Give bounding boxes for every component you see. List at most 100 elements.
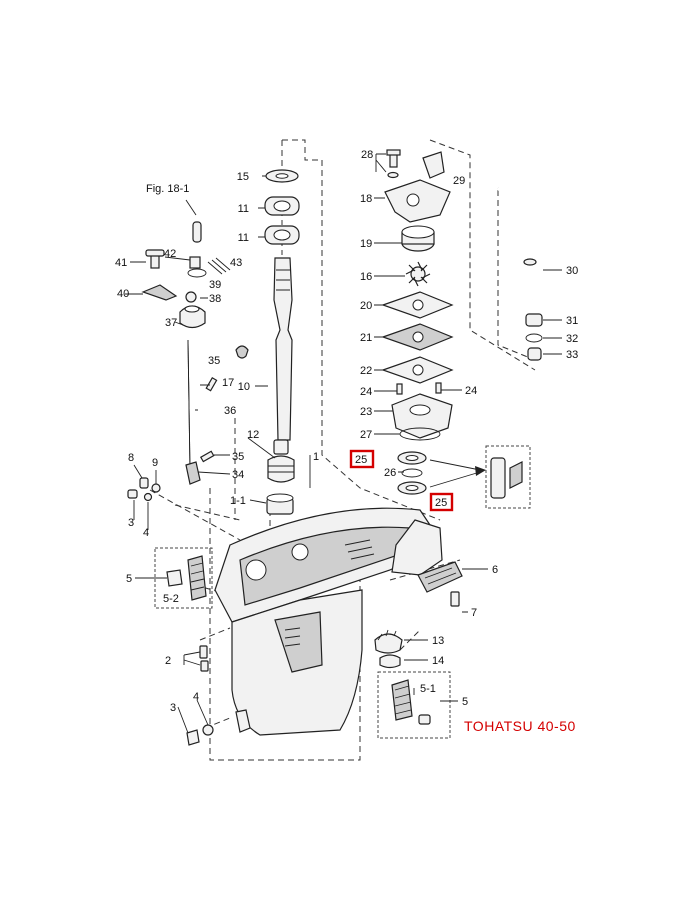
bolt-3-upper bbox=[127, 489, 138, 499]
label-38: 38 bbox=[209, 293, 221, 305]
label-24-right: 24 bbox=[465, 385, 477, 397]
label-24-left: 24 bbox=[360, 386, 372, 398]
label-3-upper: 3 bbox=[128, 517, 134, 529]
label-31: 31 bbox=[566, 315, 578, 327]
pump-housing-23 bbox=[391, 393, 453, 439]
washer-4-upper bbox=[143, 492, 153, 502]
nut-3-lower bbox=[186, 729, 200, 746]
label-8: 8 bbox=[128, 452, 134, 464]
bolt-5-1 bbox=[418, 714, 431, 725]
label-27: 27 bbox=[360, 429, 372, 441]
part-labels: Fig. 18-1 15 11 11 10 12 17 35 36 35 34 … bbox=[115, 149, 578, 734]
brand-label: TOHATSU 40-50 bbox=[464, 718, 576, 734]
label-17: 17 bbox=[222, 377, 234, 389]
label-11-lower: 11 bbox=[238, 232, 249, 244]
label-1-1: 1-1 bbox=[230, 495, 246, 507]
label-39: 39 bbox=[209, 279, 221, 291]
label-36: 36 bbox=[224, 405, 236, 417]
pin-43 bbox=[207, 257, 231, 275]
label-4-upper: 4 bbox=[143, 527, 149, 539]
washer-38 bbox=[185, 291, 197, 303]
anode-5-left bbox=[187, 555, 207, 601]
leader-lines bbox=[125, 153, 562, 734]
label-43: 43 bbox=[230, 257, 242, 269]
highlight-box-25-left bbox=[349, 449, 375, 469]
pin-35-upper bbox=[205, 376, 218, 392]
label-32: 32 bbox=[566, 333, 578, 345]
label-2: 2 bbox=[165, 655, 171, 667]
label-15: 15 bbox=[237, 171, 249, 183]
water-tube-assembly bbox=[496, 186, 543, 361]
label-6: 6 bbox=[492, 564, 498, 576]
label-7: 7 bbox=[471, 607, 477, 619]
washer-9 bbox=[151, 483, 161, 493]
o-ring-39 bbox=[187, 268, 207, 278]
seal-detail-inset bbox=[429, 445, 531, 509]
o-ring-26 bbox=[401, 468, 423, 478]
pin-24-right bbox=[435, 382, 442, 394]
label-41: 41 bbox=[115, 257, 127, 269]
label-4-lower: 4 bbox=[193, 691, 199, 703]
label-16: 16 bbox=[360, 271, 372, 283]
gear-case-1 bbox=[214, 493, 443, 736]
o-ring-32 bbox=[525, 333, 543, 343]
shift-linkage-parts bbox=[127, 199, 231, 746]
trim-tab-6 bbox=[417, 561, 463, 593]
label-5-2: 5-2 bbox=[163, 593, 179, 605]
nut-14 bbox=[379, 654, 401, 669]
anodes-and-gears bbox=[154, 547, 463, 739]
label-29: 29 bbox=[453, 175, 465, 187]
label-35-lower: 35 bbox=[232, 451, 244, 463]
label-14: 14 bbox=[432, 655, 444, 667]
grommet-33 bbox=[527, 347, 542, 361]
label-22: 22 bbox=[360, 365, 372, 377]
label-26: 26 bbox=[384, 467, 396, 479]
figure-reference: Fig. 18-1 bbox=[146, 183, 189, 195]
water-pump-assembly bbox=[381, 149, 454, 495]
highlight-box-25-right bbox=[429, 492, 454, 512]
drive-shaft-10 bbox=[273, 257, 293, 441]
drive-shaft-assembly bbox=[235, 169, 300, 483]
label-5-right: 5 bbox=[462, 696, 468, 708]
connector-34 bbox=[185, 461, 201, 485]
label-37: 37 bbox=[165, 317, 177, 329]
label-30: 30 bbox=[566, 265, 578, 277]
grommet-31 bbox=[525, 313, 543, 327]
label-40: 40 bbox=[117, 288, 129, 300]
label-20: 20 bbox=[360, 300, 372, 312]
label-12: 12 bbox=[247, 429, 259, 441]
grommet-29 bbox=[422, 151, 445, 179]
pin-42 bbox=[189, 256, 201, 269]
pinion-gear-13 bbox=[374, 633, 403, 654]
label-9: 9 bbox=[152, 457, 158, 469]
anode-5-right bbox=[391, 679, 413, 721]
washer-4-lower bbox=[202, 724, 214, 736]
spring-12 bbox=[267, 455, 295, 483]
label-10: 10 bbox=[238, 381, 250, 393]
label-23: 23 bbox=[360, 406, 372, 418]
label-5-left: 5 bbox=[126, 573, 132, 585]
label-3-lower: 3 bbox=[170, 702, 176, 714]
bolt-2-lower bbox=[200, 660, 209, 672]
label-19: 19 bbox=[360, 238, 372, 250]
label-25-left: 25 bbox=[355, 454, 367, 466]
label-18: 18 bbox=[360, 193, 372, 205]
shift-cam-40 bbox=[141, 284, 178, 301]
pin-24-left bbox=[396, 383, 403, 395]
label-11-upper: 11 bbox=[238, 203, 249, 215]
bolt-2-upper bbox=[199, 645, 208, 659]
label-33: 33 bbox=[566, 349, 578, 361]
pin-35-lower bbox=[199, 450, 215, 463]
bolt-8 bbox=[139, 477, 149, 489]
label-5-1: 5-1 bbox=[420, 683, 436, 695]
key-17 bbox=[235, 345, 249, 359]
label-35-upper: 35 bbox=[208, 355, 220, 367]
label-42: 42 bbox=[164, 248, 176, 260]
label-1: 1 bbox=[313, 451, 319, 463]
label-21: 21 bbox=[360, 332, 372, 344]
label-13: 13 bbox=[432, 635, 444, 647]
nut-5-2 bbox=[166, 569, 183, 587]
bolt-7 bbox=[450, 591, 460, 607]
impeller-16 bbox=[405, 261, 431, 287]
